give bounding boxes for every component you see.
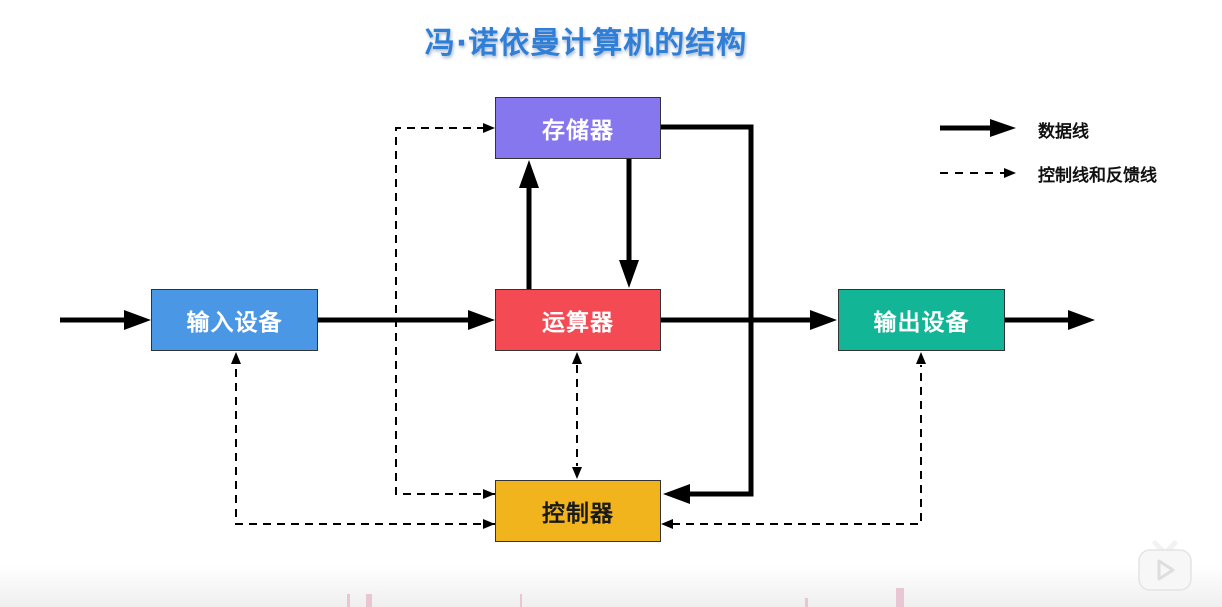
video-player-logo-icon[interactable]	[1133, 537, 1197, 593]
arrowhead	[810, 310, 837, 330]
edge-control-to-memory	[395, 127, 495, 495]
edge-control-input	[235, 365, 495, 525]
legend-solid-line-sample	[940, 119, 1016, 137]
progress-marker	[520, 594, 522, 607]
edge-memory-to-control	[661, 124, 754, 497]
arrowhead	[231, 352, 241, 364]
arrowhead	[519, 160, 539, 188]
progress-marker	[805, 598, 808, 607]
arrowhead	[663, 484, 690, 504]
memory-box: 存储器	[495, 97, 661, 159]
legend-data-line-label: 数据线	[1038, 122, 1089, 142]
diagram-title: 冯·诺依曼计算机的结构	[424, 26, 748, 61]
output-device-label: 输出设备	[873, 310, 970, 336]
arrowhead	[483, 519, 495, 529]
legend-control-line-label: 控制线和反馈线	[1038, 166, 1157, 186]
input-device-label: 输入设备	[186, 310, 283, 336]
output-device-box: 输出设备	[838, 289, 1005, 351]
video-bottom-gradient	[0, 565, 1222, 607]
diagram-title-wrap: 冯·诺依曼计算机的结构	[0, 18, 1222, 62]
arrowhead	[124, 310, 151, 330]
progress-marker	[347, 594, 350, 607]
controller-label: 控制器	[542, 501, 614, 527]
memory-label: 存储器	[542, 118, 614, 144]
arrowhead	[1068, 310, 1095, 330]
progress-marker	[896, 588, 904, 607]
alu-box: 运算器	[495, 289, 661, 351]
legend-dashed-line-sample	[940, 168, 1016, 178]
arrowhead	[572, 467, 582, 479]
progress-marker	[366, 594, 372, 607]
arrowhead	[619, 260, 639, 288]
arrowhead	[572, 352, 582, 364]
edge-control-output	[672, 365, 922, 525]
alu-label: 运算器	[542, 310, 614, 336]
arrowhead	[661, 519, 673, 529]
controller-box: 控制器	[495, 480, 661, 542]
arrowhead	[916, 352, 926, 364]
arrowhead	[483, 123, 495, 133]
arrowhead	[483, 489, 495, 499]
arrowhead	[468, 310, 495, 330]
input-device-box: 输入设备	[151, 289, 318, 351]
